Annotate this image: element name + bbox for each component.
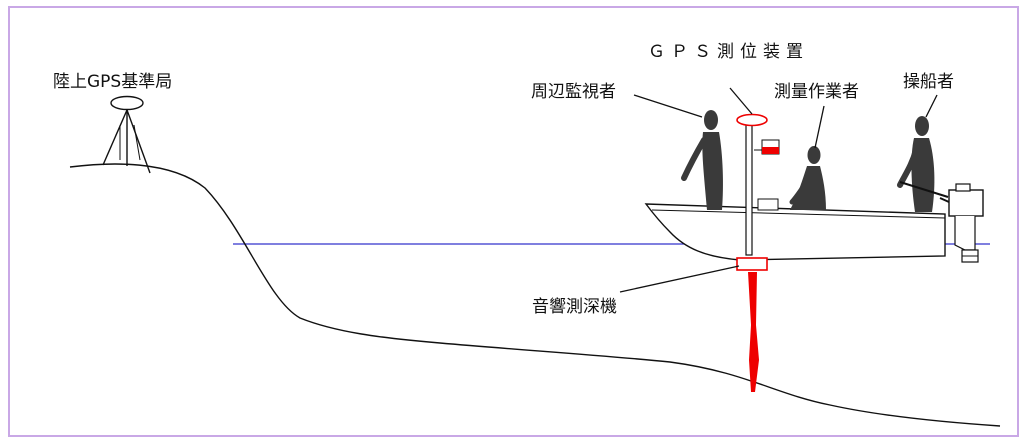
gps-pole: [736, 113, 780, 256]
hull-gunwale: [651, 209, 946, 219]
echo-sounder-leader-line: [619, 265, 740, 293]
seabed-profile: [69, 163, 1001, 427]
boat-hull: [644, 203, 946, 261]
gps-base-station: [102, 95, 151, 174]
monitor-leader-line: [633, 94, 703, 118]
deck-box: [757, 198, 779, 211]
survey-worker-label: 測量作業者: [774, 82, 859, 102]
leader-lines: [619, 87, 938, 293]
echo-sounder-label: 音響測深機: [532, 297, 617, 317]
area-monitor-figure: [681, 110, 723, 210]
gps-leader-line: [729, 87, 753, 115]
survey-worker-figure: [789, 146, 826, 210]
sonar-beam: [748, 272, 759, 392]
gps-positioning-device-label: ＧＰＳ測位装置: [648, 42, 809, 62]
land-gps-base-station-label: 陸上GPS基準局: [53, 72, 173, 92]
outboard-motor: [939, 183, 984, 263]
worker-leader-line: [814, 105, 825, 149]
echo-sounder-device: [736, 257, 768, 271]
boat-operator-figure: [897, 116, 949, 212]
area-monitor-label: 周辺監視者: [531, 82, 616, 102]
operator-leader-line: [925, 94, 938, 118]
boat-operator-label: 操船者: [903, 72, 954, 92]
